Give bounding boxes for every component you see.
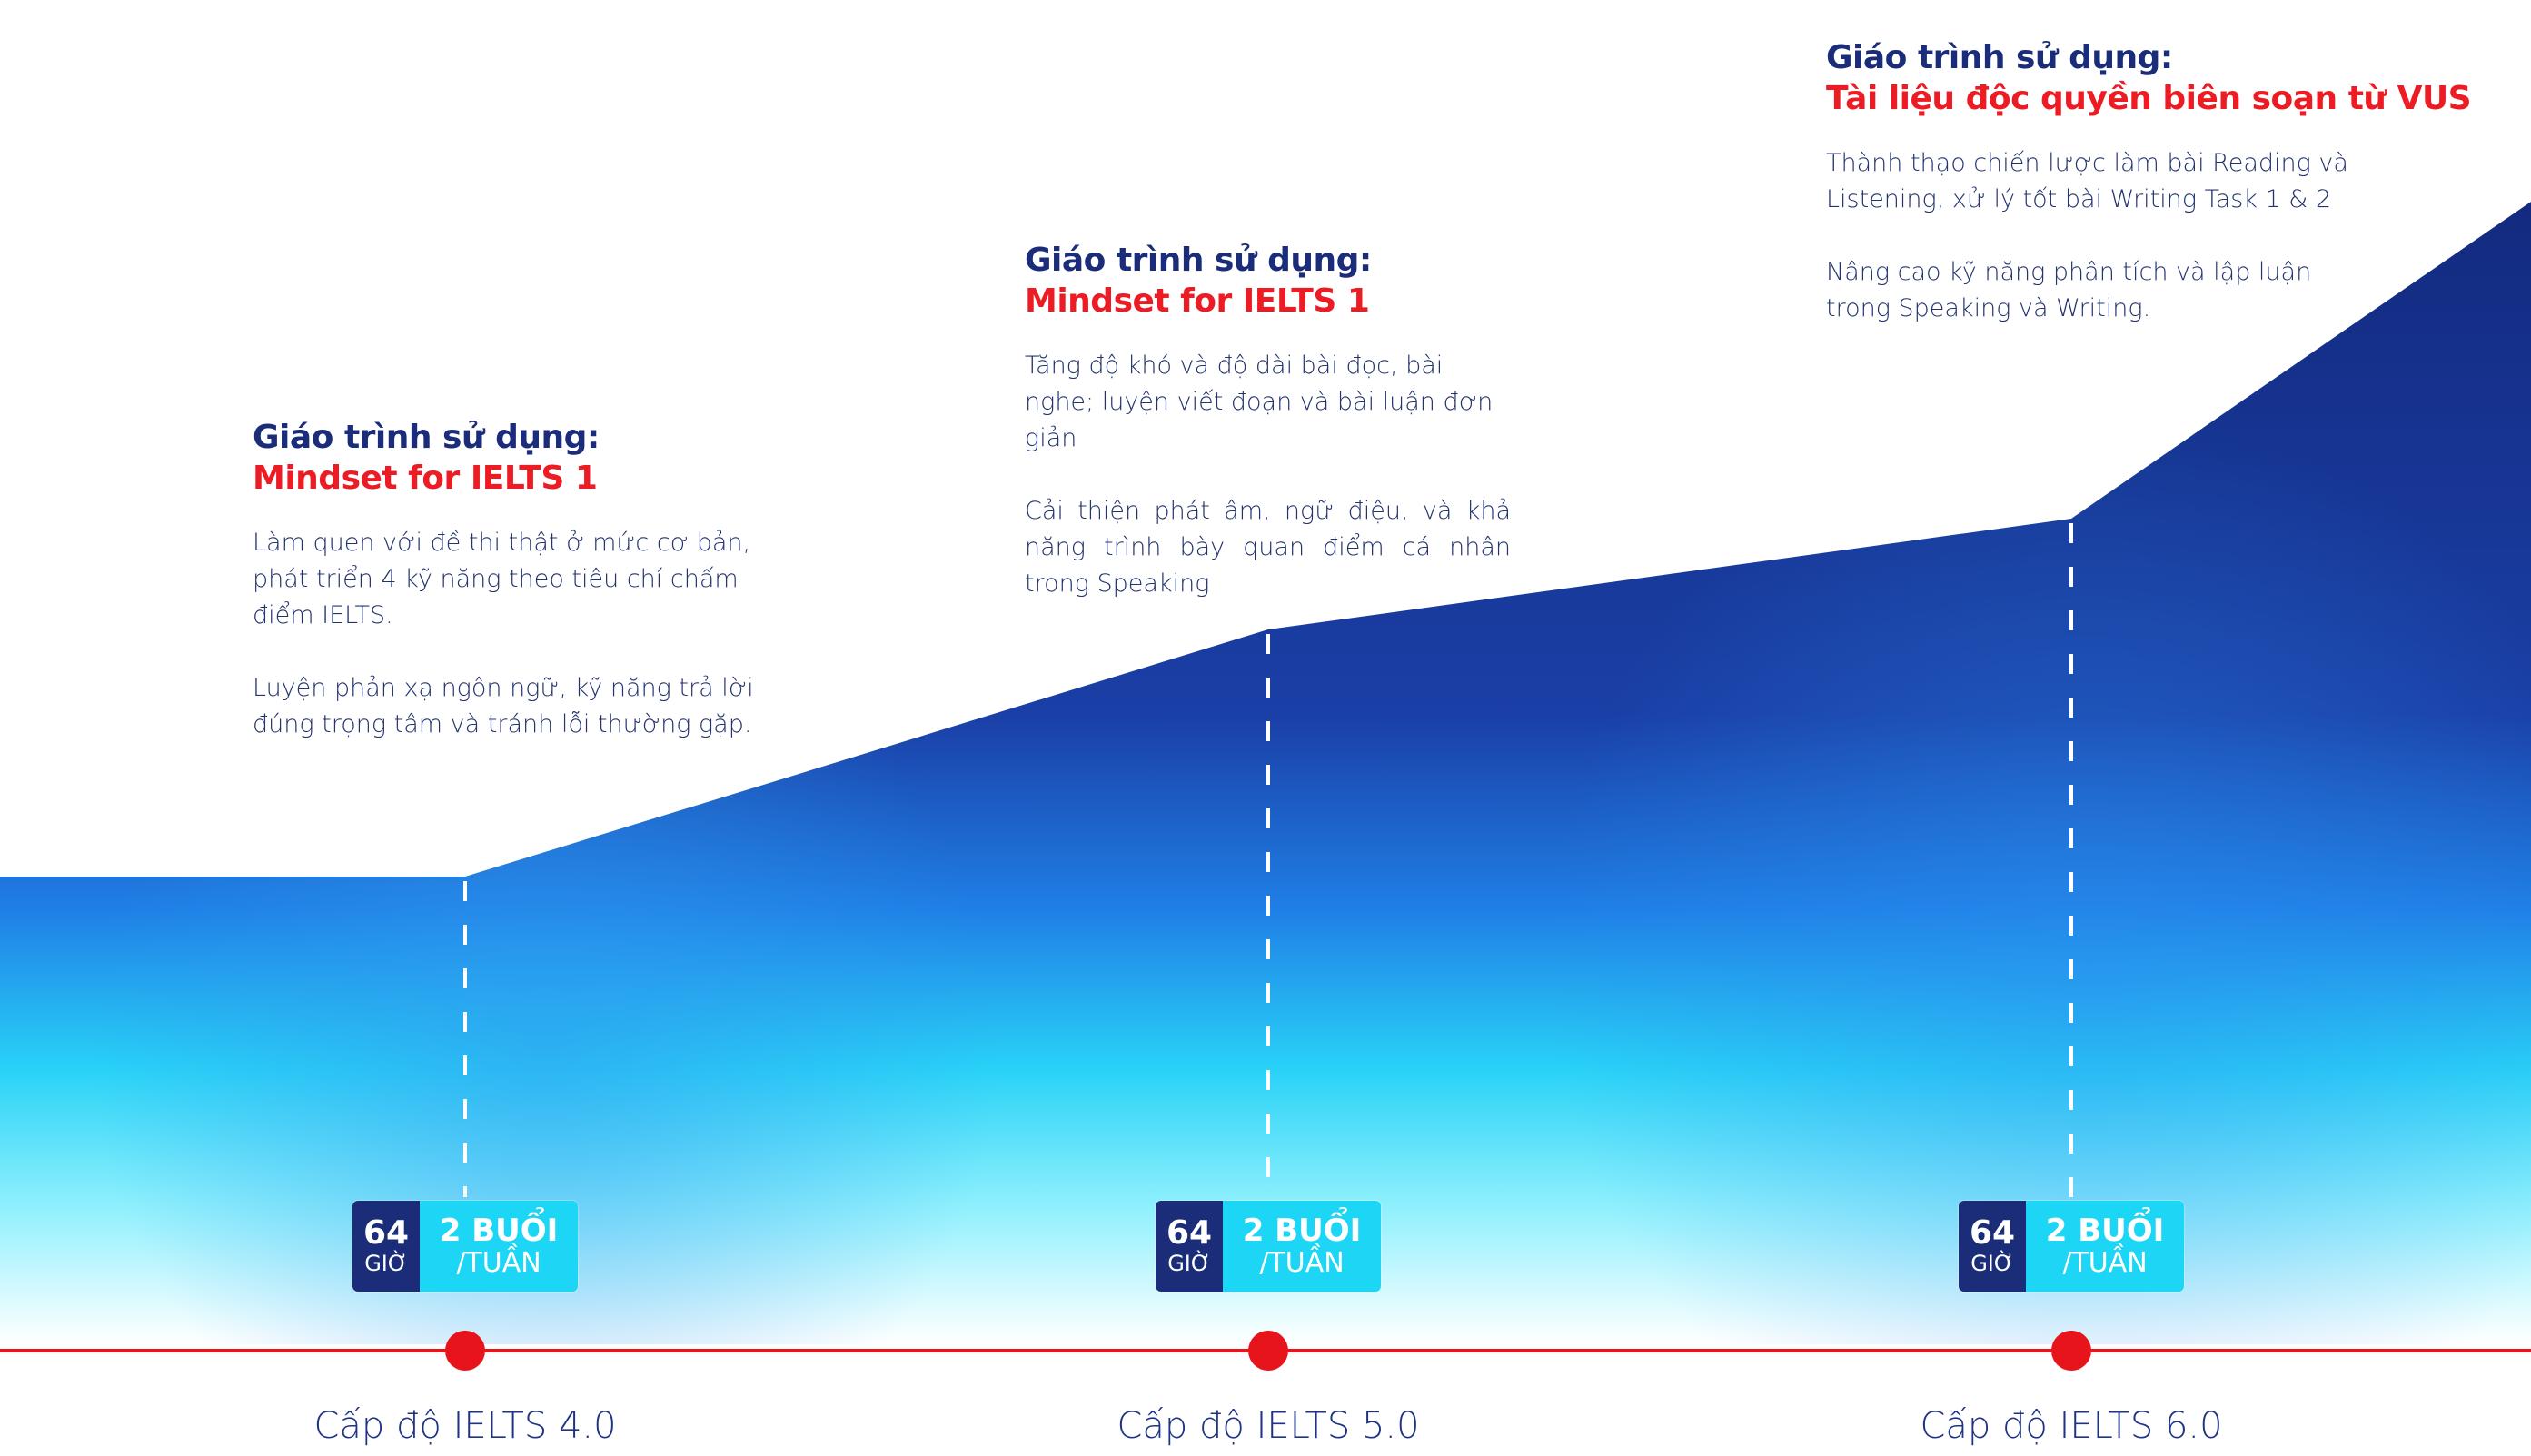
- stage-paragraph: Tăng độ khó và độ dài bài đọc, bài nghe;…: [1025, 352, 1494, 452]
- hours-box: 64 GIỜ: [1156, 1201, 1223, 1292]
- sessions-value: 2 BUỔI: [2045, 1213, 2165, 1249]
- sessions-box: 2 BUỔI /TUẦN: [420, 1201, 578, 1292]
- sessions-unit: /TUẦN: [1259, 1247, 1345, 1279]
- sessions-unit: /TUẦN: [456, 1247, 541, 1279]
- hours-unit: GIỜ: [1167, 1251, 1211, 1276]
- level-label-3: Cấp độ IELTS 6.0: [1920, 1405, 2223, 1447]
- course-duration-badge: 64 GIỜ 2 BUỔI /TUẦN: [1156, 1201, 1381, 1292]
- curriculum-book: Mindset for IELTS 1: [1025, 282, 1370, 320]
- stage-paragraph: Cải thiện phát âm, ngữ điệu, và khả năng…: [1025, 497, 1511, 598]
- sessions-box: 2 BUỔI /TUẦN: [2026, 1201, 2184, 1292]
- timeline-dot-1: [445, 1331, 485, 1371]
- sessions-box: 2 BUỔI /TUẦN: [1223, 1201, 1381, 1292]
- sessions-value: 2 BUỔI: [439, 1213, 559, 1249]
- level-label-1: Cấp độ IELTS 4.0: [313, 1405, 617, 1447]
- stage-paragraph: Luyện phản xạ ngôn ngữ, kỹ năng trả lời …: [253, 674, 754, 738]
- hours-unit: GIỜ: [364, 1251, 408, 1276]
- timeline-dot-3: [2051, 1331, 2091, 1371]
- hours-value: 64: [362, 1214, 410, 1252]
- hours-unit: GIỜ: [1970, 1251, 2014, 1276]
- stage-1-description: Giáo trình sử dụng: Mindset for IELTS 1 …: [253, 418, 761, 743]
- curriculum-book: Tài liệu độc quyền biên soạn từ VUS: [1826, 80, 2472, 117]
- curriculum-heading: Giáo trình sử dụng:: [1025, 242, 1372, 279]
- sessions-unit: /TUẦN: [2062, 1247, 2148, 1279]
- course-duration-badge: 64 GIỜ 2 BUỔI /TUẦN: [1959, 1201, 2184, 1292]
- mountain-glow-right: [0, 202, 2531, 1344]
- curriculum-heading: Giáo trình sử dụng:: [1826, 39, 2173, 76]
- stage-paragraph: Thành thạo chiến lược làm bài Reading và…: [1826, 149, 2348, 213]
- hours-box: 64 GIỜ: [1959, 1201, 2026, 1292]
- hours-box: 64 GIỜ: [352, 1201, 420, 1292]
- hours-value: 64: [1969, 1214, 2016, 1252]
- timeline-dot-2: [1248, 1331, 1288, 1371]
- course-duration-badge: 64 GIỜ 2 BUỔI /TUẦN: [352, 1201, 578, 1292]
- stage-paragraph: Nâng cao kỹ năng phân tích và lập luận t…: [1826, 258, 2312, 322]
- stage-2-description: Giáo trình sử dụng: Mindset for IELTS 1 …: [1025, 241, 1511, 602]
- hours-value: 64: [1166, 1214, 1213, 1252]
- sessions-value: 2 BUỔI: [1242, 1213, 1362, 1249]
- stage-3-description: Giáo trình sử dụng: Tài liệu độc quyền b…: [1826, 38, 2472, 327]
- curriculum-heading: Giáo trình sử dụng:: [253, 419, 600, 456]
- stage-paragraph: Làm quen với đề thi thật ở mức cơ bản, p…: [253, 529, 751, 629]
- level-label-2: Cấp độ IELTS 5.0: [1117, 1405, 1420, 1447]
- curriculum-book: Mindset for IELTS 1: [253, 460, 598, 497]
